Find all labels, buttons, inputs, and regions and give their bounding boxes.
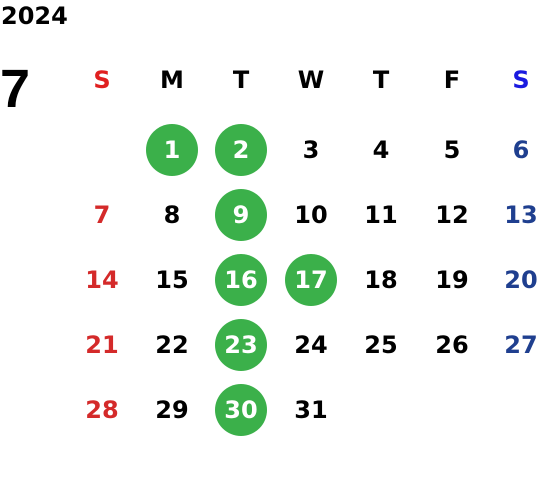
- calendar-day-marked[interactable]: 9: [215, 189, 267, 241]
- calendar-day-marked[interactable]: 17: [285, 254, 337, 306]
- weekday-header: W: [297, 66, 325, 94]
- calendar-month: 7: [0, 59, 31, 119]
- calendar-day[interactable]: 11: [364, 201, 398, 229]
- calendar-day[interactable]: 12: [435, 201, 469, 229]
- calendar-day-marked[interactable]: 30: [215, 384, 267, 436]
- calendar-day[interactable]: 26: [435, 331, 469, 359]
- calendar-day-marked[interactable]: 1: [146, 124, 198, 176]
- calendar-day[interactable]: 6: [512, 136, 530, 164]
- calendar-day[interactable]: 31: [294, 396, 328, 424]
- calendar-day[interactable]: 19: [435, 266, 469, 294]
- calendar-day[interactable]: 10: [294, 201, 328, 229]
- calendar-year: 2024: [1, 2, 68, 30]
- calendar-day[interactable]: 18: [364, 266, 398, 294]
- weekday-header: F: [443, 66, 461, 94]
- calendar-day[interactable]: 3: [302, 136, 320, 164]
- calendar-day[interactable]: 22: [155, 331, 189, 359]
- calendar-day[interactable]: 21: [85, 331, 119, 359]
- calendar-day[interactable]: 27: [504, 331, 538, 359]
- calendar-day[interactable]: 15: [155, 266, 189, 294]
- calendar-day[interactable]: 25: [364, 331, 398, 359]
- weekday-header: S: [93, 66, 111, 94]
- calendar-day-marked[interactable]: 23: [215, 319, 267, 371]
- calendar-day-marked[interactable]: 2: [215, 124, 267, 176]
- calendar-day[interactable]: 5: [443, 136, 461, 164]
- weekday-header: S: [512, 66, 530, 94]
- calendar-day-marked[interactable]: 16: [215, 254, 267, 306]
- calendar-day[interactable]: 14: [85, 266, 119, 294]
- weekday-header: T: [232, 66, 250, 94]
- calendar-day[interactable]: 7: [93, 201, 111, 229]
- calendar-day[interactable]: 4: [372, 136, 390, 164]
- calendar-day[interactable]: 28: [85, 396, 119, 424]
- calendar-day[interactable]: 8: [163, 201, 181, 229]
- weekday-header: T: [372, 66, 390, 94]
- weekday-header: M: [160, 66, 184, 94]
- calendar-day[interactable]: 29: [155, 396, 189, 424]
- calendar-day[interactable]: 24: [294, 331, 328, 359]
- calendar-day[interactable]: 13: [504, 201, 538, 229]
- calendar-day[interactable]: 20: [504, 266, 538, 294]
